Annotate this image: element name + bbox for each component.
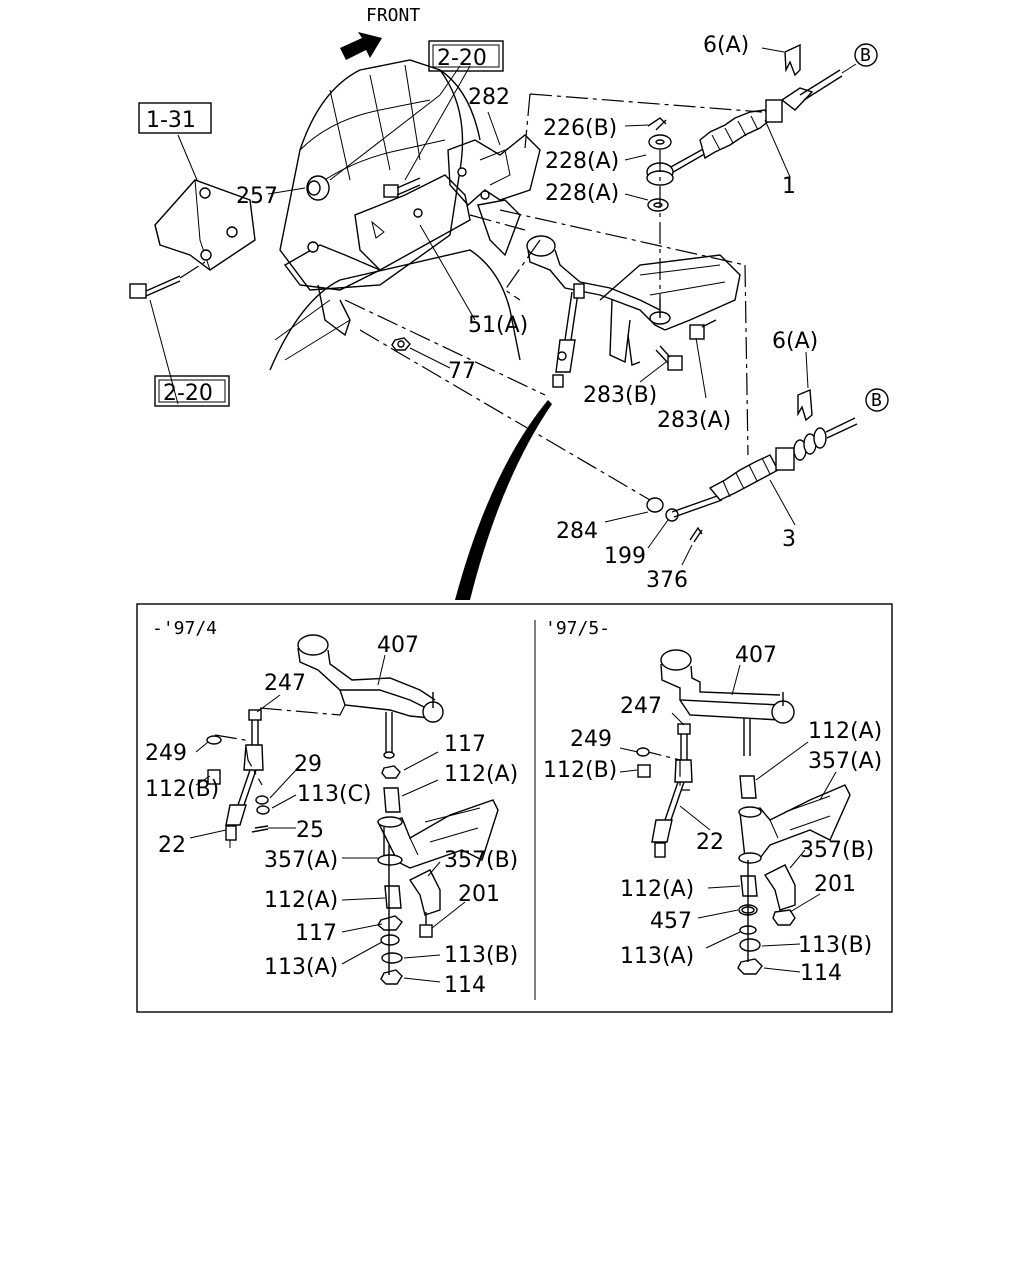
ref-box-1-31-label: 1-31 [146, 108, 196, 133]
left-label-357a: 357(A) [264, 848, 338, 873]
right-panel-parts [636, 649, 851, 975]
nut-77 [391, 337, 411, 351]
callout-282: 282 [468, 85, 510, 110]
detail-pointer [455, 400, 552, 600]
clip-6a-mid [797, 388, 813, 422]
clip-6a-top [784, 43, 801, 77]
connector-b-mid: B [865, 388, 889, 412]
callout-283b: 283(B) [583, 383, 657, 408]
left-panel-parts [206, 634, 499, 985]
left-label-117b: 117 [295, 921, 337, 946]
rear-mount-bracket [154, 179, 256, 271]
shift-cable-3 [646, 417, 858, 522]
ref-box-2-20-bottom[interactable]: 2-20 [154, 375, 230, 407]
left-panel-period: -'97/4 [152, 618, 217, 639]
front-arrow-icon [340, 32, 382, 60]
left-label-113a: 113(A) [264, 955, 338, 980]
right-label-112a-2: 112(A) [620, 877, 694, 902]
bracket-51a [283, 174, 471, 337]
ref-box-2-20-top[interactable]: 2-20 [428, 40, 504, 72]
callout-283a: 283(A) [657, 408, 731, 433]
ref-box-2-20-bottom-label: 2-20 [163, 381, 213, 406]
callout-6a-top: 6(A) [703, 33, 749, 58]
callout-228a-1: 228(A) [545, 149, 619, 174]
bolt-283b [655, 345, 683, 371]
left-label-357b: 357(B) [444, 848, 518, 873]
bolt-top [383, 177, 421, 198]
callout-6a-mid: 6(A) [772, 329, 818, 354]
left-label-113b: 113(B) [444, 943, 518, 968]
bushing-257 [306, 175, 330, 201]
right-label-201: 201 [814, 872, 856, 897]
left-panel-leaders [189, 654, 466, 983]
callout-257: 257 [236, 184, 278, 209]
pin-376 [689, 526, 703, 543]
right-label-249: 249 [570, 727, 612, 752]
callout-77: 77 [448, 359, 476, 384]
washer-228a-upper [648, 134, 672, 150]
callout-284: 284 [556, 519, 598, 544]
left-label-114: 114 [444, 973, 486, 998]
left-label-25: 25 [296, 818, 324, 843]
ref-box-2-20-top-label: 2-20 [437, 46, 487, 71]
left-label-22: 22 [158, 833, 186, 858]
left-label-113c: 113(C) [297, 782, 372, 807]
left-label-112a-2: 112(A) [264, 888, 338, 913]
ref-box-1-31[interactable]: 1-31 [138, 102, 212, 134]
callout-199: 199 [604, 544, 646, 569]
right-label-114: 114 [800, 961, 842, 986]
right-label-357b: 357(B) [800, 838, 874, 863]
svg-text:B: B [860, 45, 871, 66]
svg-text:B: B [871, 390, 882, 411]
left-label-249: 249 [145, 741, 187, 766]
right-panel-leaders [619, 664, 837, 973]
shift-lever-arm-upper [526, 235, 741, 388]
right-label-112b: 112(B) [543, 758, 617, 783]
callout-3: 3 [782, 527, 796, 552]
left-label-117a: 117 [444, 732, 486, 757]
left-label-112b: 112(B) [145, 777, 219, 802]
washer-228a-third [647, 198, 669, 212]
callout-228a-2: 228(A) [545, 181, 619, 206]
clip-226b [647, 117, 667, 131]
left-label-407: 407 [377, 633, 419, 658]
callout-226b: 226(B) [543, 116, 617, 141]
right-label-457: 457 [650, 909, 692, 934]
bolt-left [129, 261, 206, 299]
right-label-22: 22 [696, 830, 724, 855]
right-panel-period: '97/5- [545, 618, 610, 639]
left-label-112a-1: 112(A) [444, 762, 518, 787]
right-label-112a-1: 112(A) [808, 719, 882, 744]
callout-1: 1 [782, 174, 796, 199]
assembly-center-lines [154, 93, 763, 501]
detail-box [136, 603, 893, 1013]
right-label-113b: 113(B) [798, 933, 872, 958]
left-label-29: 29 [294, 752, 322, 777]
left-label-247: 247 [264, 671, 306, 696]
left-label-201: 201 [458, 882, 500, 907]
shift-cable-1 [659, 63, 857, 179]
callout-51a: 51(A) [468, 313, 528, 338]
callout-376: 376 [646, 568, 688, 593]
connector-b-top: B [854, 43, 878, 67]
right-label-407: 407 [735, 643, 777, 668]
bracket-282 [447, 134, 541, 257]
bolt-283a [689, 319, 717, 340]
right-label-247: 247 [620, 694, 662, 719]
right-label-113a: 113(A) [620, 944, 694, 969]
upper-leader-lines [149, 47, 809, 566]
front-label: FRONT [366, 5, 420, 26]
right-label-357a: 357(A) [808, 749, 882, 774]
